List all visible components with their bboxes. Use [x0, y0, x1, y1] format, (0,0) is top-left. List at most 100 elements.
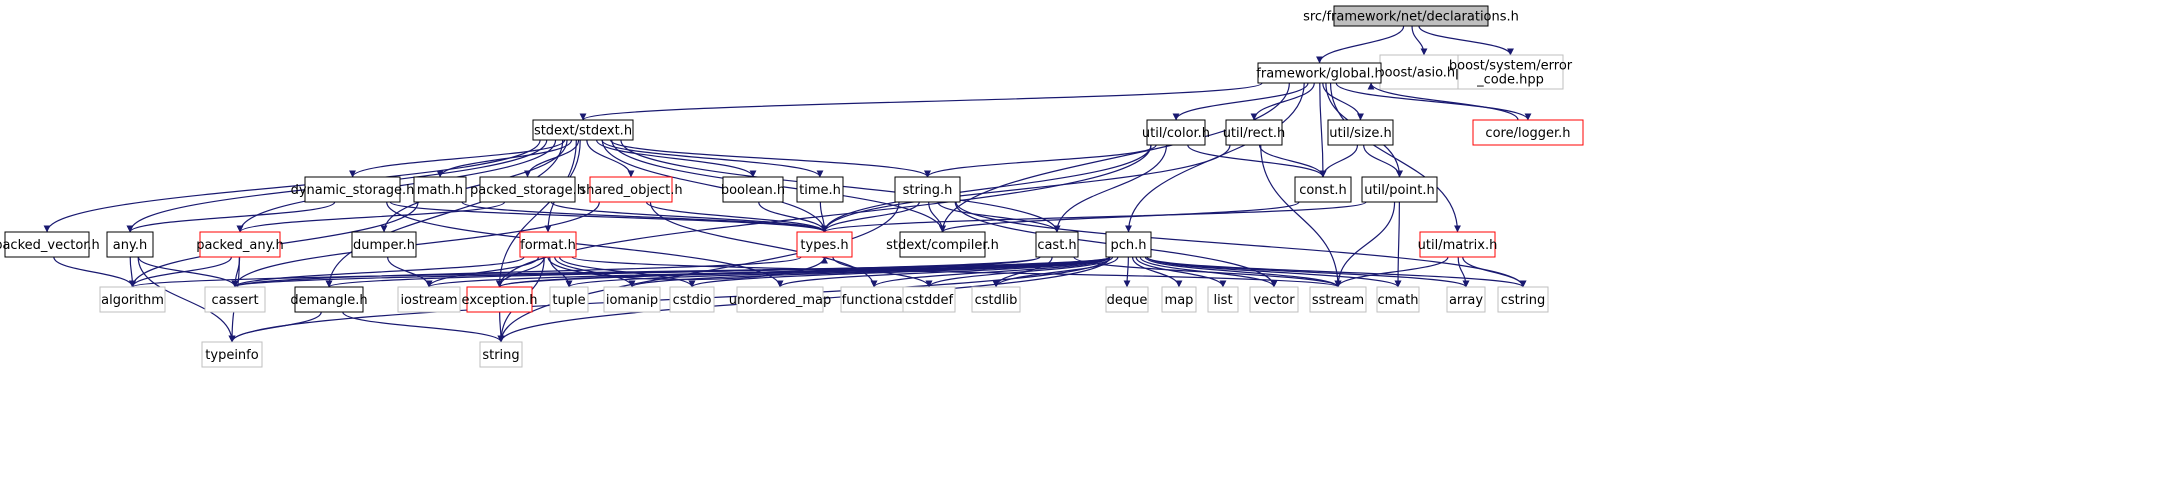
node-sharedobj[interactable]: shared_object.h — [579, 176, 683, 203]
edge-string_h-to-cast — [937, 201, 1061, 233]
node-iostream: iostream — [397, 286, 461, 313]
node-label: util/size.h — [1329, 126, 1392, 141]
node-string-h[interactable]: string.h — [894, 176, 961, 203]
node-box — [1361, 176, 1438, 203]
node-cassert: cassert — [204, 286, 266, 313]
node-dumper[interactable]: dumper.h — [351, 231, 417, 258]
node-label: functional — [842, 293, 907, 308]
edge-pch-to-cassert — [231, 256, 1111, 288]
edge-pch-to-cstdlib — [992, 256, 1119, 288]
node-pch[interactable]: pch.h — [1105, 231, 1152, 258]
edge-global-to-logger — [1335, 82, 1532, 121]
edge-color-to-const_h — [1187, 144, 1327, 178]
node-label: any.h — [113, 238, 147, 253]
node-exception[interactable]: exception.h — [462, 286, 538, 313]
node-label: algorithm — [101, 293, 164, 308]
node-label: unordered_map — [729, 293, 832, 308]
edge-any-to-typeinfo — [137, 256, 236, 343]
node-box — [99, 286, 166, 313]
node-label: boolean.h — [721, 183, 785, 198]
node-matrix[interactable]: util/matrix.h — [1418, 231, 1498, 258]
edge-types-to-cassert — [231, 256, 802, 288]
node-label: iomanip — [606, 293, 658, 308]
node-box — [479, 341, 523, 368]
node-typeinfo: typeinfo — [201, 341, 263, 368]
node-cast[interactable]: cast.h — [1035, 231, 1079, 258]
node-box — [466, 286, 533, 313]
node-unordered-map: unordered_map — [729, 286, 832, 313]
node-math[interactable]: math.h — [413, 176, 467, 203]
node-time[interactable]: time.h — [796, 176, 844, 203]
node-compiler[interactable]: stdext/compiler.h — [886, 231, 999, 258]
edge-stdext-to-packvec — [43, 139, 541, 233]
node-demangle[interactable]: demangle.h — [290, 286, 368, 313]
node-label: typeinfo — [205, 348, 258, 363]
node-any[interactable]: any.h — [106, 231, 154, 258]
node-box — [304, 176, 401, 203]
node-box — [840, 286, 908, 313]
node-label: framework/global.h — [1256, 67, 1382, 82]
edge-global-to-stdext — [579, 82, 1263, 121]
node-packstor[interactable]: packed_storage.h — [470, 176, 585, 203]
node-box — [1294, 176, 1352, 203]
edge-demangle-to-string — [342, 311, 505, 343]
node-box — [603, 286, 661, 313]
node-box — [1472, 119, 1584, 146]
edge-stdext-to-demangle — [325, 139, 564, 288]
edge-global-to-rect — [1250, 82, 1315, 121]
node-label: pch.h — [1110, 238, 1146, 253]
edge-dynstor-to-types — [389, 201, 828, 233]
node-label: map — [1165, 293, 1194, 308]
node-sstream: sstream — [1309, 286, 1367, 313]
node-label: cstdio — [673, 293, 712, 308]
node-const-h[interactable]: const.h — [1294, 176, 1352, 203]
node-label: cstring — [1501, 293, 1545, 308]
node-box — [1035, 231, 1079, 258]
node-types[interactable]: types.h — [796, 231, 853, 258]
node-rect[interactable]: util/rect.h — [1223, 119, 1286, 146]
node-packany[interactable]: packed_any.h — [196, 231, 284, 258]
node-box — [1457, 54, 1564, 90]
node-box — [294, 286, 364, 313]
node-box — [1376, 286, 1420, 313]
node-logger[interactable]: core/logger.h — [1472, 119, 1584, 146]
edge-size-to-const_h — [1319, 144, 1359, 178]
node-label: cassert — [211, 293, 258, 308]
edge-stdext-to-dynstor — [349, 139, 566, 178]
node-box — [902, 286, 956, 313]
node-stdext[interactable]: stdext/stdext.h — [532, 119, 634, 141]
node-box — [894, 176, 961, 203]
edge-dumper-to-iostream — [387, 256, 433, 288]
edge-stdext-to-packstor — [524, 139, 580, 178]
node-box — [1225, 119, 1283, 146]
node-box — [351, 231, 417, 258]
edge-pch-to-sstream — [1144, 256, 1342, 288]
node-root[interactable]: src/framework/net/declarations.h — [1303, 5, 1519, 27]
node-label: string.h — [903, 183, 953, 198]
node-box — [519, 231, 577, 258]
node-point[interactable]: util/point.h — [1361, 176, 1438, 203]
node-label: packed_any.h — [196, 238, 284, 253]
node-color[interactable]: util/color.h — [1142, 119, 1210, 146]
nodes-layer: src/framework/net/declarations.hboost/as… — [0, 5, 1584, 368]
node-dynstor[interactable]: dynamic_storage.h — [291, 176, 415, 203]
node-size[interactable]: util/size.h — [1327, 119, 1394, 146]
node-global[interactable]: framework/global.h — [1256, 62, 1383, 84]
node-label: sstream — [1312, 293, 1364, 308]
edge-math-to-types — [461, 201, 828, 233]
node-format[interactable]: format.h — [519, 231, 577, 258]
node-packvec[interactable]: packed_vector.h — [0, 231, 100, 258]
edge-pch-to-list — [1135, 256, 1227, 288]
edge-point-to-types — [821, 201, 1367, 233]
node-box — [899, 231, 986, 258]
edge-root-to-asio — [1411, 25, 1428, 56]
edge-demangle-to-typeinfo — [228, 311, 322, 343]
node-box — [1497, 286, 1549, 313]
node-box — [722, 176, 784, 203]
node-box — [1105, 231, 1152, 258]
node-boolean[interactable]: boolean.h — [721, 176, 785, 203]
edge-point-to-sstream — [1334, 201, 1396, 288]
node-label: boost/system/error_code.hpp — [1449, 59, 1573, 88]
edge-pch-to-cstdio — [688, 256, 1111, 288]
node-box — [479, 176, 576, 203]
